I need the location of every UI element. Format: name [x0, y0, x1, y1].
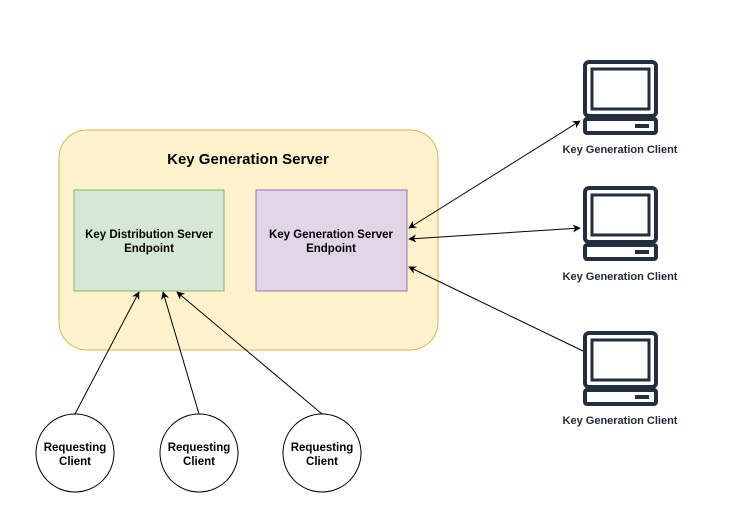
requesting-client-label-line2: Client [183, 456, 215, 468]
requesting-client-label-line1: Requesting [44, 442, 107, 454]
key-generation-client-3: Key Generation Client [563, 331, 678, 427]
key-distribution-endpoint-label-line2: Endpoint [124, 243, 174, 255]
connector-arrow-req-client-1 [74, 291, 140, 415]
requesting-client-label-line1: Requesting [168, 442, 231, 454]
connector-arrow-gen-client-2 [408, 224, 581, 243]
key-generation-endpoint-label-line2: Endpoint [306, 243, 356, 255]
requesting-client-label-line1: Requesting [291, 442, 354, 454]
server-title: Key Generation Server [167, 151, 329, 168]
connector-arrow-gen-client-1 [408, 120, 581, 229]
key-generation-client-2: Key Generation Client [563, 186, 678, 283]
requesting-client-3: Requesting Client [282, 413, 362, 493]
requesting-client-label-line2: Client [306, 456, 338, 468]
computer-monitor-icon [583, 60, 658, 135]
computer-monitor-icon [583, 186, 658, 261]
connector-arrow-gen-client-3 [408, 266, 584, 352]
key-generation-client-1: Key Generation Client [563, 60, 678, 156]
connector-arrow-req-client-2 [161, 291, 200, 415]
connector-arrow-req-client-3 [176, 291, 323, 415]
key-generation-endpoint-box [255, 189, 408, 292]
requesting-client-2: Requesting Client [159, 413, 239, 493]
computer-monitor-icon [583, 331, 658, 406]
key-generation-endpoint-label-line1: Key Generation Server [269, 229, 394, 241]
requesting-client-label-line2: Client [59, 456, 91, 468]
key-distribution-endpoint-label-line1: Key Distribution Server [85, 229, 213, 241]
key-distribution-endpoint-box [73, 189, 225, 292]
key-generation-client-label: Key Generation Client [563, 271, 678, 283]
key-generation-client-label: Key Generation Client [563, 415, 678, 427]
key-generation-client-label: Key Generation Client [563, 144, 678, 156]
requesting-client-1: Requesting Client [35, 413, 115, 493]
